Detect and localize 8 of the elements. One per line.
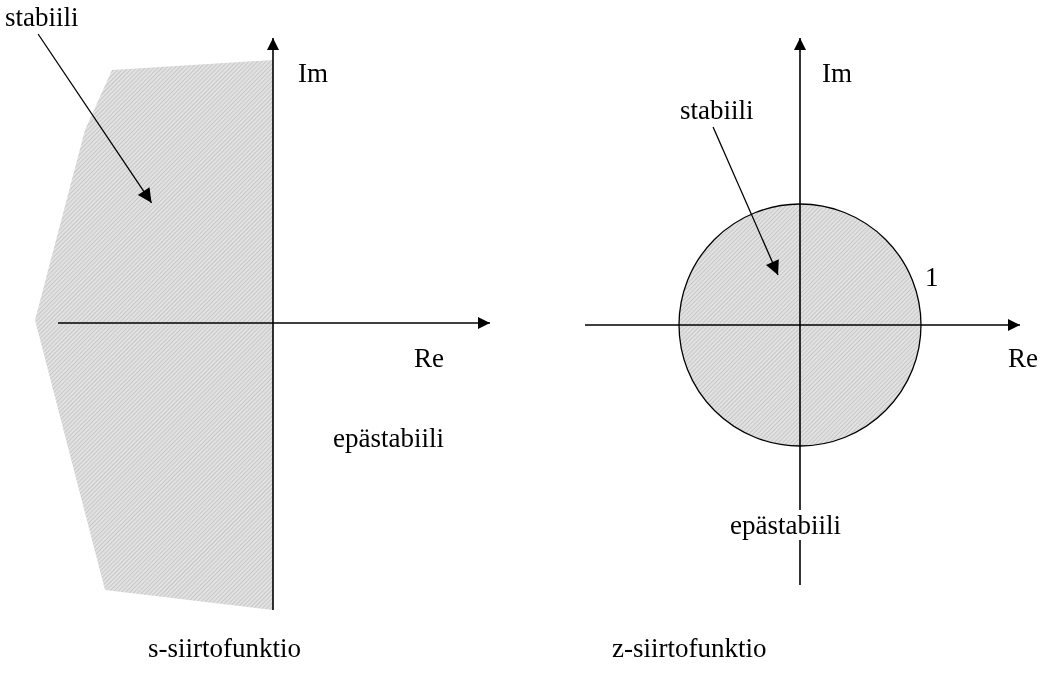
region-label: stabiili xyxy=(680,95,754,125)
leader-arrow xyxy=(712,126,779,276)
radius-label: 1 xyxy=(925,262,939,292)
stable-region-area xyxy=(35,60,273,610)
stable-region-disc xyxy=(678,203,922,447)
axis-label: epästabiili xyxy=(730,510,841,540)
region-label: stabiili xyxy=(5,2,79,32)
leader-arrow xyxy=(37,33,153,204)
